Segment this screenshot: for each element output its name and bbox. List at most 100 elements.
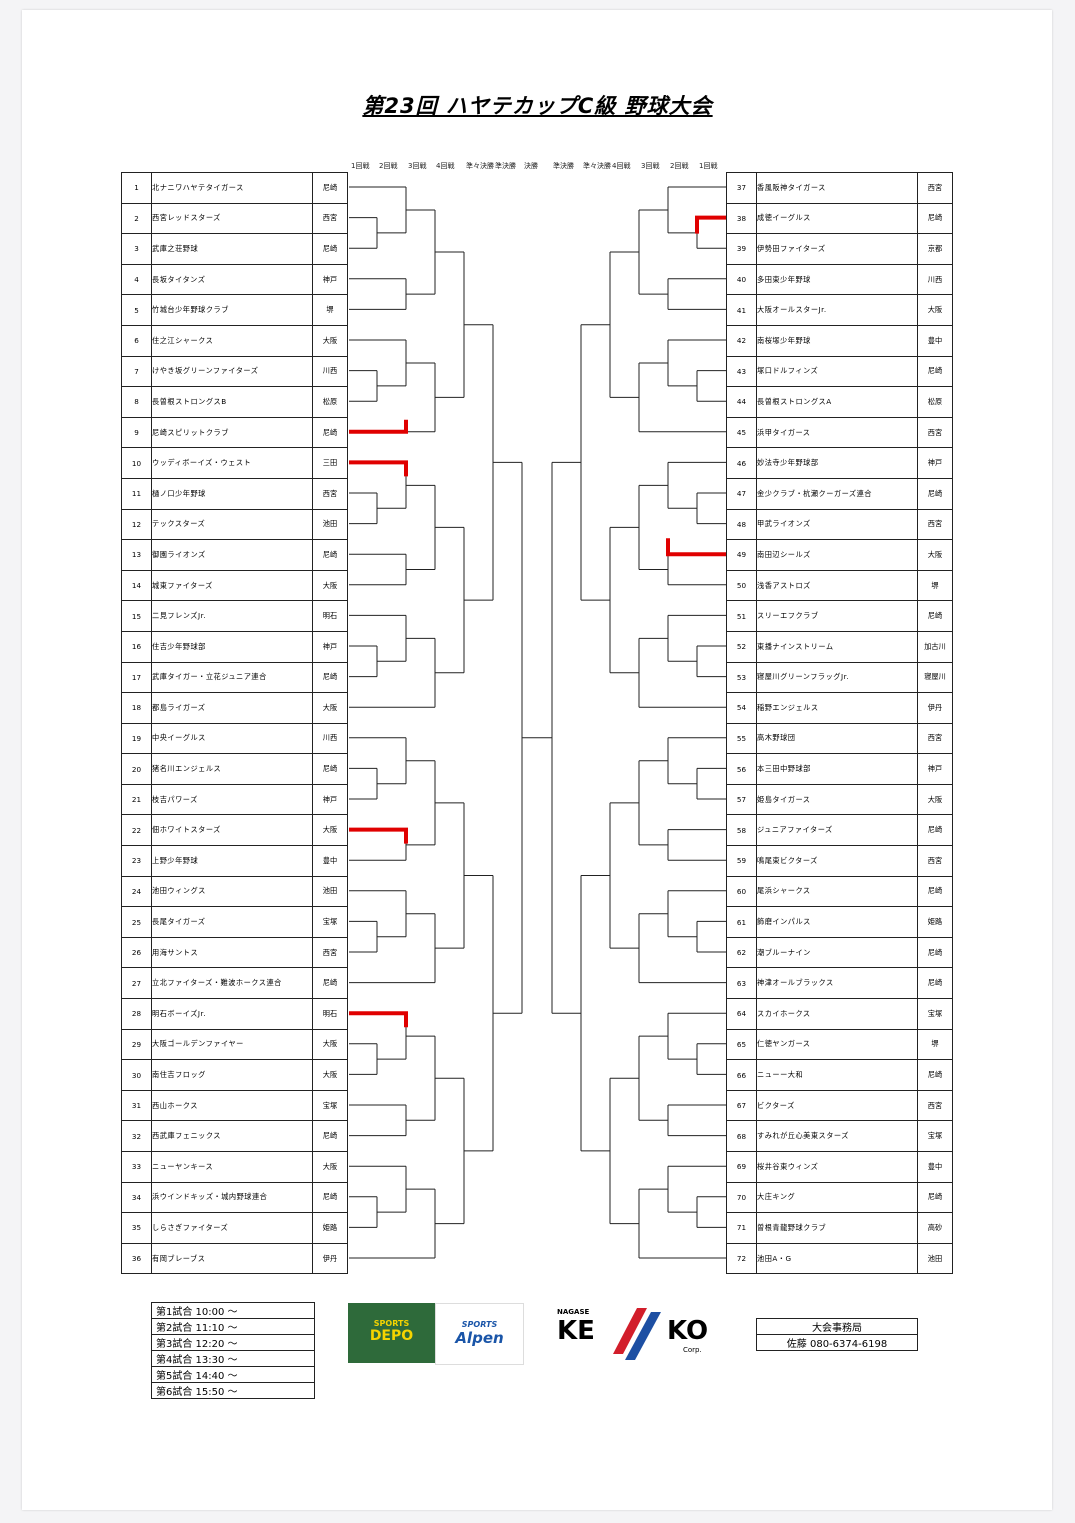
team-name: 西山ホークス [151,1089,313,1122]
team-name: 大阪ゴールデンファイヤー [151,1028,313,1061]
team-name: 佃ホワイトスターズ [151,814,313,847]
page-title: 第23回 ハヤテカップC級 野球大会 [362,94,713,118]
team-city: 大阪 [312,692,348,724]
team-name: ジュニアファイターズ [756,814,918,847]
team-name: 妙法寺少年野球部 [756,447,918,479]
team-name: 猪名川エンジェルス [151,753,313,785]
schedule-slot: 第6試合 15:50 〜 [151,1382,315,1399]
team-city: 尼崎 [312,233,348,265]
team-number: 24 [121,875,152,908]
team-city: 神戸 [917,447,953,479]
winner-highlight [695,215,726,234]
team-number: 6 [121,324,152,357]
team-name: 香風阪神タイガース [756,172,918,204]
team-city: 神戸 [312,630,348,663]
office-contact: 佐藤 080-6374-6198 [756,1334,918,1351]
team-city: 尼崎 [917,1059,953,1091]
team-city: 尼崎 [917,814,953,847]
team-city: 寝屋川 [917,661,953,694]
depo-top-text: SPORTS [373,1319,410,1328]
team-number: 38 [726,202,757,235]
team-number: 27 [121,967,152,1000]
team-number: 46 [726,447,757,479]
team-city: 豊中 [917,1151,953,1183]
team-city: 伊丹 [917,692,953,724]
depo-main-text: DEPO [369,1328,414,1344]
team-name: 甲武ライオンズ [756,508,918,541]
team-name: 伊勢田ファイターズ [756,233,918,265]
team-name: 中央イーグルス [151,722,313,755]
round-header-left: 3回戦 [408,162,427,170]
team-number: 51 [726,600,757,632]
team-name: 御園ライオンズ [151,539,313,571]
team-name: 竹城台少年野球クラブ [151,294,313,326]
team-number: 62 [726,936,757,969]
round-header-left: 2回戦 [379,162,398,170]
round-header-left: 決勝 [524,162,538,170]
team-number: 5 [121,294,152,326]
schedule-slot: 第5試合 14:40 〜 [151,1366,315,1383]
team-number: 50 [726,569,757,602]
team-name: 長曽根ストロングスB [151,386,313,418]
team-number: 18 [121,692,152,724]
team-name: 尼崎スピリットクラブ [151,416,313,449]
team-city: 大阪 [312,1059,348,1091]
team-name: 桜井谷東ウィンズ [756,1151,918,1183]
team-city: 豊中 [312,845,348,877]
winner-highlight [349,1011,408,1028]
team-number: 33 [121,1151,152,1183]
team-number: 53 [726,661,757,694]
team-name: 尾浜シャークス [756,875,918,908]
team-city: 西宮 [312,202,348,235]
team-city: 西宮 [917,416,953,449]
team-number: 48 [726,508,757,541]
round-header-right: 1回戦 [699,162,718,170]
round-header-left: 1回戦 [351,162,370,170]
sports-depo-logo: SPORTS DEPO [348,1303,435,1363]
team-number: 36 [121,1242,152,1275]
team-number: 39 [726,233,757,265]
team-city: 池田 [312,508,348,541]
team-city: 尼崎 [312,967,348,1000]
team-city: 大阪 [312,1028,348,1061]
team-number: 40 [726,263,757,296]
winner-highlight [349,419,408,434]
team-name: 本三田中野球部 [756,753,918,785]
schedule-slot: 第1試合 10:00 〜 [151,1302,315,1319]
team-city: 西宮 [312,477,348,510]
team-number: 57 [726,783,757,816]
team-city: 尼崎 [917,875,953,908]
team-name: すみれが丘心美東スターズ [756,1120,918,1152]
team-city: 西宮 [917,508,953,541]
team-city: 神戸 [312,263,348,296]
team-city: 尼崎 [312,1181,348,1214]
team-name: 上野少年野球 [151,845,313,877]
